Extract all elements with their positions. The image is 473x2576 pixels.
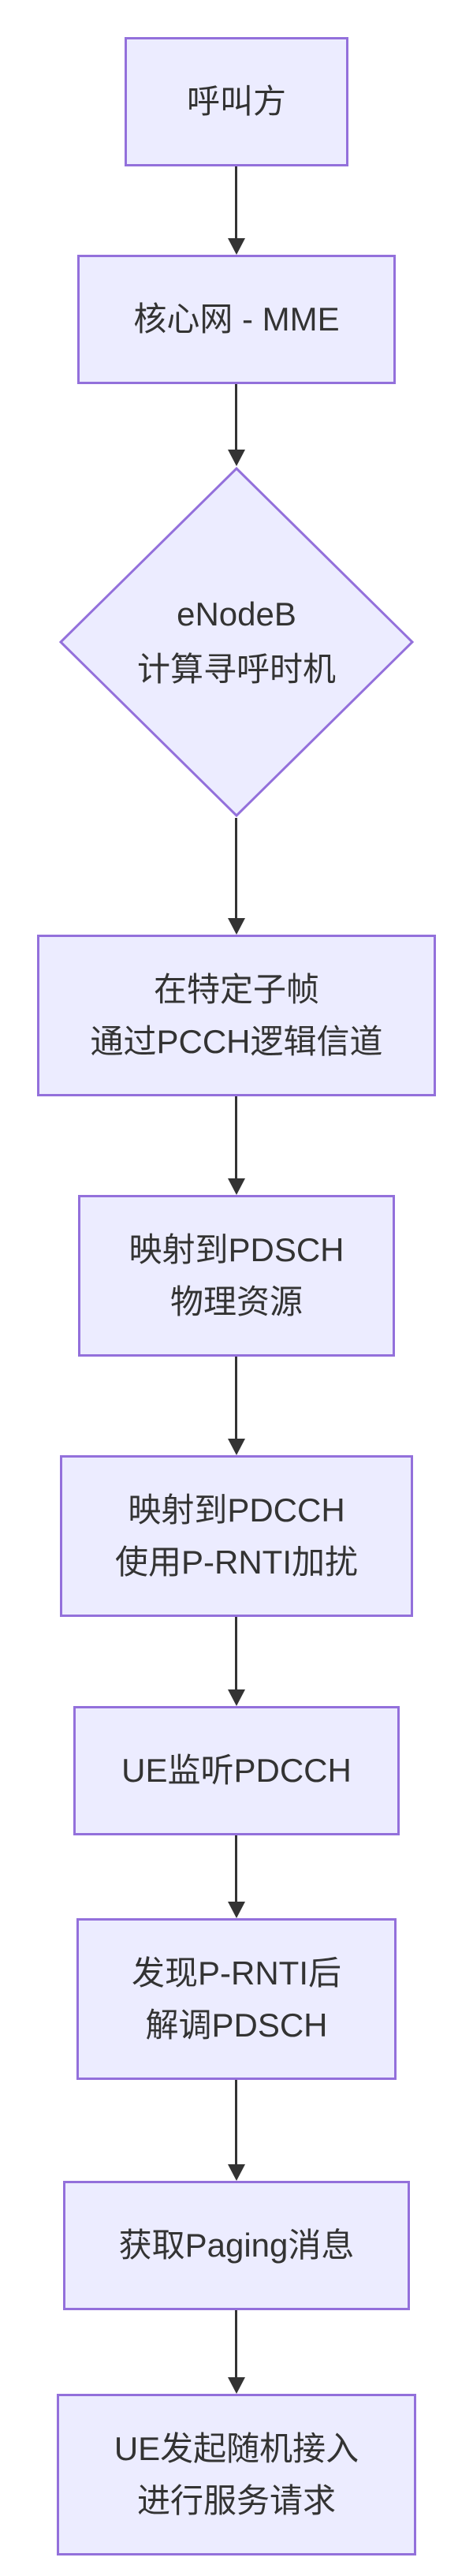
node-prnti-line1: 发现P-RNTI后 [132, 1954, 341, 1992]
node-map-to-pdsch: 映射到PDSCH 物理资源 [78, 1195, 395, 1357]
node-core-network-mme-label: 核心网 - MME [133, 301, 340, 338]
node-paging-message-label: 获取Paging消息 [118, 2227, 355, 2264]
edge-mme-to-enodeb [235, 384, 237, 450]
edge-pdsch-to-pdcch [235, 1357, 237, 1439]
node-core-network-mme: 核心网 - MME [77, 255, 396, 384]
node-map-pdcch-line2: 使用P-RNTI加扰 [115, 1543, 358, 1581]
node-random-access-line2: 进行服务请求 [136, 2481, 336, 2519]
node-ue-random-access: UE发起随机接入 进行服务请求 [57, 2394, 416, 2555]
arrowhead-down-icon [228, 238, 245, 255]
node-map-pdcch-line1: 映射到PDCCH [128, 1491, 345, 1529]
diamond-label-line2: 计算寻呼时机 [136, 651, 336, 688]
diamond-shape [58, 466, 415, 818]
node-map-pdsch-line1: 映射到PDSCH [128, 1230, 345, 1268]
edge-demod-to-paging [235, 2080, 237, 2164]
edge-enodeb-to-pcch [235, 818, 237, 918]
arrowhead-down-icon [228, 2164, 245, 2181]
node-pcch-line2: 通过PCCH逻辑信道 [90, 1022, 383, 1060]
node-get-paging-message: 获取Paging消息 [63, 2181, 410, 2310]
arrowhead-down-icon [228, 1439, 245, 1455]
node-map-to-pdcch: 映射到PDCCH 使用P-RNTI加扰 [60, 1455, 413, 1617]
node-caller: 呼叫方 [125, 37, 348, 166]
node-ue-monitor-pdcch: UE监听PDCCH [73, 1706, 400, 1835]
edge-caller-to-mme [235, 166, 237, 238]
node-ue-monitor-label: UE监听PDCCH [121, 1752, 352, 1789]
node-random-access-line1: UE发起随机接入 [114, 2429, 359, 2467]
arrowhead-down-icon [228, 918, 245, 935]
edge-pcch-to-pdsch [235, 1096, 237, 1178]
node-pcch-line1: 在特定子帧 [153, 970, 319, 1008]
edge-monitor-to-demod [235, 1835, 237, 1902]
node-caller-label: 呼叫方 [186, 83, 286, 120]
diamond-label-line1: eNodeB [177, 595, 296, 633]
node-enodeb-paging-timing: eNodeB 计算寻呼时机 [58, 466, 415, 818]
node-map-pdsch-line2: 物理资源 [169, 1282, 303, 1320]
arrowhead-down-icon [228, 450, 245, 466]
node-enodeb-paging-timing-label: eNodeB 计算寻呼时机 [137, 587, 336, 697]
arrowhead-down-icon [228, 2377, 245, 2394]
arrowhead-down-icon [228, 1178, 245, 1195]
edge-pdcch-to-monitor [235, 1617, 237, 1689]
node-prnti-demod-pdsch: 发现P-RNTI后 解调PDSCH [76, 1918, 397, 2080]
node-pcch-logical-channel: 在特定子帧 通过PCCH逻辑信道 [37, 935, 436, 1096]
edge-paging-to-random-access [235, 2310, 237, 2377]
arrowhead-down-icon [228, 1689, 245, 1706]
arrowhead-down-icon [228, 1902, 245, 1918]
node-prnti-line2: 解调PDSCH [145, 2006, 328, 2044]
